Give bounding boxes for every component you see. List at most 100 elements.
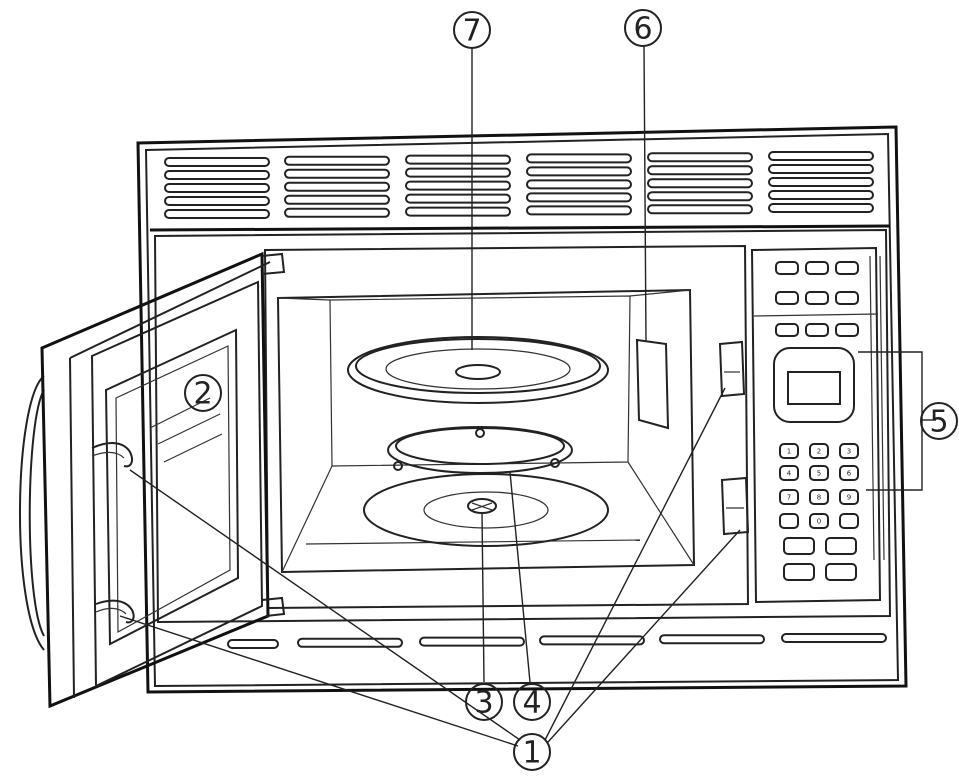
vent-slat bbox=[768, 151, 874, 161]
vent-slat bbox=[647, 178, 753, 189]
vent-slat bbox=[284, 194, 390, 205]
top-vent-grille bbox=[164, 151, 874, 219]
bottom-vent-slot bbox=[297, 637, 403, 648]
vent-slat bbox=[284, 168, 390, 179]
keypad-digit-5: 5 bbox=[809, 465, 829, 481]
panel-function-key bbox=[805, 291, 829, 305]
svg-text:1: 1 bbox=[522, 736, 541, 771]
svg-text:6: 6 bbox=[847, 470, 852, 478]
vent-slat bbox=[647, 165, 753, 176]
callout-6: 6 bbox=[624, 9, 662, 47]
svg-text:8: 8 bbox=[817, 494, 821, 502]
turntable-floor-ring bbox=[363, 473, 609, 547]
bottom-vent-slot bbox=[227, 639, 279, 649]
panel-action-key bbox=[825, 563, 857, 581]
keypad-digit-7: 7 bbox=[779, 489, 799, 505]
vent-slat bbox=[405, 154, 511, 165]
display-screen bbox=[787, 371, 841, 405]
keypad-digit-3: 3 bbox=[839, 443, 859, 459]
keypad-digit-1: 1 bbox=[779, 443, 799, 459]
svg-text:4: 4 bbox=[522, 686, 541, 721]
roller-ring bbox=[387, 426, 573, 474]
vent-slat bbox=[164, 170, 270, 180]
keypad-digit-0: 0 bbox=[809, 513, 829, 529]
vent-slat bbox=[284, 181, 390, 192]
svg-text:7: 7 bbox=[462, 14, 481, 49]
svg-text:0: 0 bbox=[817, 518, 821, 526]
panel-function-key bbox=[775, 261, 799, 275]
panel-function-key bbox=[835, 291, 859, 305]
display-bezel bbox=[773, 347, 855, 423]
vent-slat bbox=[647, 152, 753, 163]
keypad-digit-4: 4 bbox=[779, 465, 799, 481]
panel-function-key bbox=[805, 323, 829, 337]
vent-slat bbox=[526, 205, 632, 216]
vent-slat bbox=[647, 204, 753, 215]
vent-slat bbox=[284, 207, 390, 218]
door-latch-hook-lower bbox=[95, 599, 135, 624]
leader-lines bbox=[119, 45, 936, 747]
cabinet bbox=[136, 125, 908, 694]
vent-slat bbox=[768, 203, 874, 213]
bottom-vent-slot bbox=[659, 634, 765, 645]
vent-slat bbox=[164, 209, 270, 219]
vent-slat bbox=[164, 157, 270, 167]
control-panel-keys: 1 2 3 4 5 6 7 8 9 0 bbox=[775, 261, 859, 581]
keypad-digit-9: 9 bbox=[839, 489, 859, 505]
svg-text:4: 4 bbox=[787, 470, 792, 478]
svg-text:2: 2 bbox=[817, 448, 821, 456]
svg-text:5: 5 bbox=[929, 405, 948, 440]
vent-slat bbox=[647, 191, 753, 202]
panel-function-key bbox=[775, 323, 799, 337]
keypad-right-key bbox=[839, 513, 859, 529]
svg-text:7: 7 bbox=[787, 494, 791, 502]
callout-3: 3 bbox=[465, 683, 503, 721]
vent-slat bbox=[768, 190, 874, 200]
keypad-digit-8: 8 bbox=[809, 489, 829, 505]
callout-1: 1 bbox=[513, 733, 551, 771]
turntable-shaft bbox=[467, 498, 497, 514]
door-latch-hook-upper bbox=[91, 442, 133, 468]
svg-text:3: 3 bbox=[847, 448, 851, 456]
svg-text:2: 2 bbox=[193, 377, 212, 412]
svg-text:6: 6 bbox=[633, 12, 652, 47]
vent-slat bbox=[405, 167, 511, 178]
glass-turntable-tray bbox=[347, 336, 609, 404]
panel-function-key bbox=[775, 291, 799, 305]
vent-slat bbox=[164, 183, 270, 193]
callout-2: 2 bbox=[184, 374, 222, 412]
door-latch-receptacle-upper bbox=[718, 340, 746, 398]
vent-slat bbox=[164, 196, 270, 206]
panel-action-key bbox=[825, 537, 857, 555]
panel-action-key bbox=[783, 537, 815, 555]
svg-text:3: 3 bbox=[474, 686, 493, 721]
vent-slat bbox=[284, 155, 390, 166]
bottom-vent-grille bbox=[227, 633, 887, 649]
vent-slat bbox=[768, 177, 874, 187]
callout-4: 4 bbox=[513, 683, 551, 721]
keypad-left-key bbox=[779, 513, 799, 529]
vent-slat bbox=[405, 206, 511, 217]
door-latch-receptacle-lower bbox=[720, 476, 750, 536]
vent-slat bbox=[405, 193, 511, 204]
panel-function-key bbox=[835, 261, 859, 275]
bottom-vent-slot bbox=[419, 636, 525, 647]
vent-slat bbox=[526, 179, 632, 190]
svg-text:5: 5 bbox=[817, 470, 821, 478]
bottom-vent-slot bbox=[539, 635, 645, 646]
waveguide-cover bbox=[635, 338, 670, 430]
callout-5: 5 bbox=[920, 402, 958, 440]
callout-7: 7 bbox=[453, 11, 491, 49]
keypad-digit-2: 2 bbox=[809, 443, 829, 459]
svg-text:9: 9 bbox=[847, 494, 851, 502]
vent-slat bbox=[526, 166, 632, 177]
panel-function-key bbox=[805, 261, 829, 275]
control-panel bbox=[750, 246, 885, 604]
panel-action-key bbox=[783, 563, 815, 581]
panel-function-key bbox=[835, 323, 859, 337]
vent-slat bbox=[526, 192, 632, 203]
keypad-digit-6: 6 bbox=[839, 465, 859, 481]
vent-slat bbox=[768, 164, 874, 174]
vent-slat bbox=[405, 180, 511, 191]
